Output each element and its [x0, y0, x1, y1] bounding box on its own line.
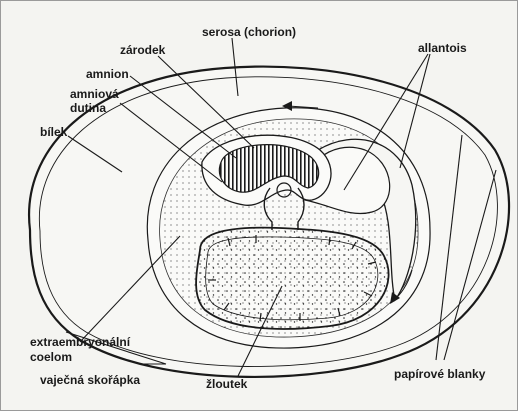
label-vajecna-skorapka: vaječná skořápka: [40, 373, 140, 387]
label-zarodek: zárodek: [120, 43, 166, 57]
yolk-sac: [196, 228, 389, 329]
label-extraembryonalni-2: coelom: [30, 350, 72, 364]
label-amniova-dutina-1: amniová: [70, 87, 119, 101]
label-bilek: bílek: [40, 125, 68, 139]
label-amnion: amnion: [86, 67, 129, 81]
label-serosa: serosa (chorion): [202, 25, 296, 39]
label-papirove-blanky: papírové blanky: [394, 367, 486, 381]
label-amniova-dutina-2: dutina: [70, 101, 106, 115]
label-allantois: allantois: [418, 41, 467, 55]
label-extraembryonalni-1: extraembryonální: [30, 335, 131, 349]
label-zloutek: žloutek: [206, 377, 248, 391]
